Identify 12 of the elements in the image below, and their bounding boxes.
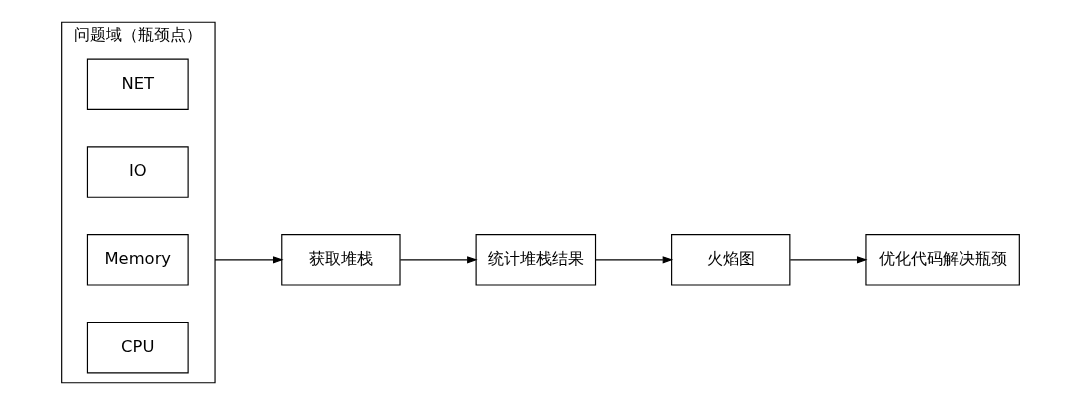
node-box: CPU	[86, 321, 189, 374]
arrow	[789, 256, 868, 264]
arrow	[399, 256, 478, 264]
node-box: 统计堆栈结果	[475, 234, 596, 286]
node-box: Memory	[86, 234, 189, 286]
node-box: IO	[86, 146, 189, 198]
arrow	[213, 256, 284, 264]
node-box: 获取堆栈	[280, 234, 401, 286]
node-box: 火焰图	[670, 234, 790, 286]
node-box: 优化代码解决瓶颈	[864, 234, 1020, 286]
node-box: NET	[86, 58, 189, 110]
arrow	[594, 256, 673, 264]
